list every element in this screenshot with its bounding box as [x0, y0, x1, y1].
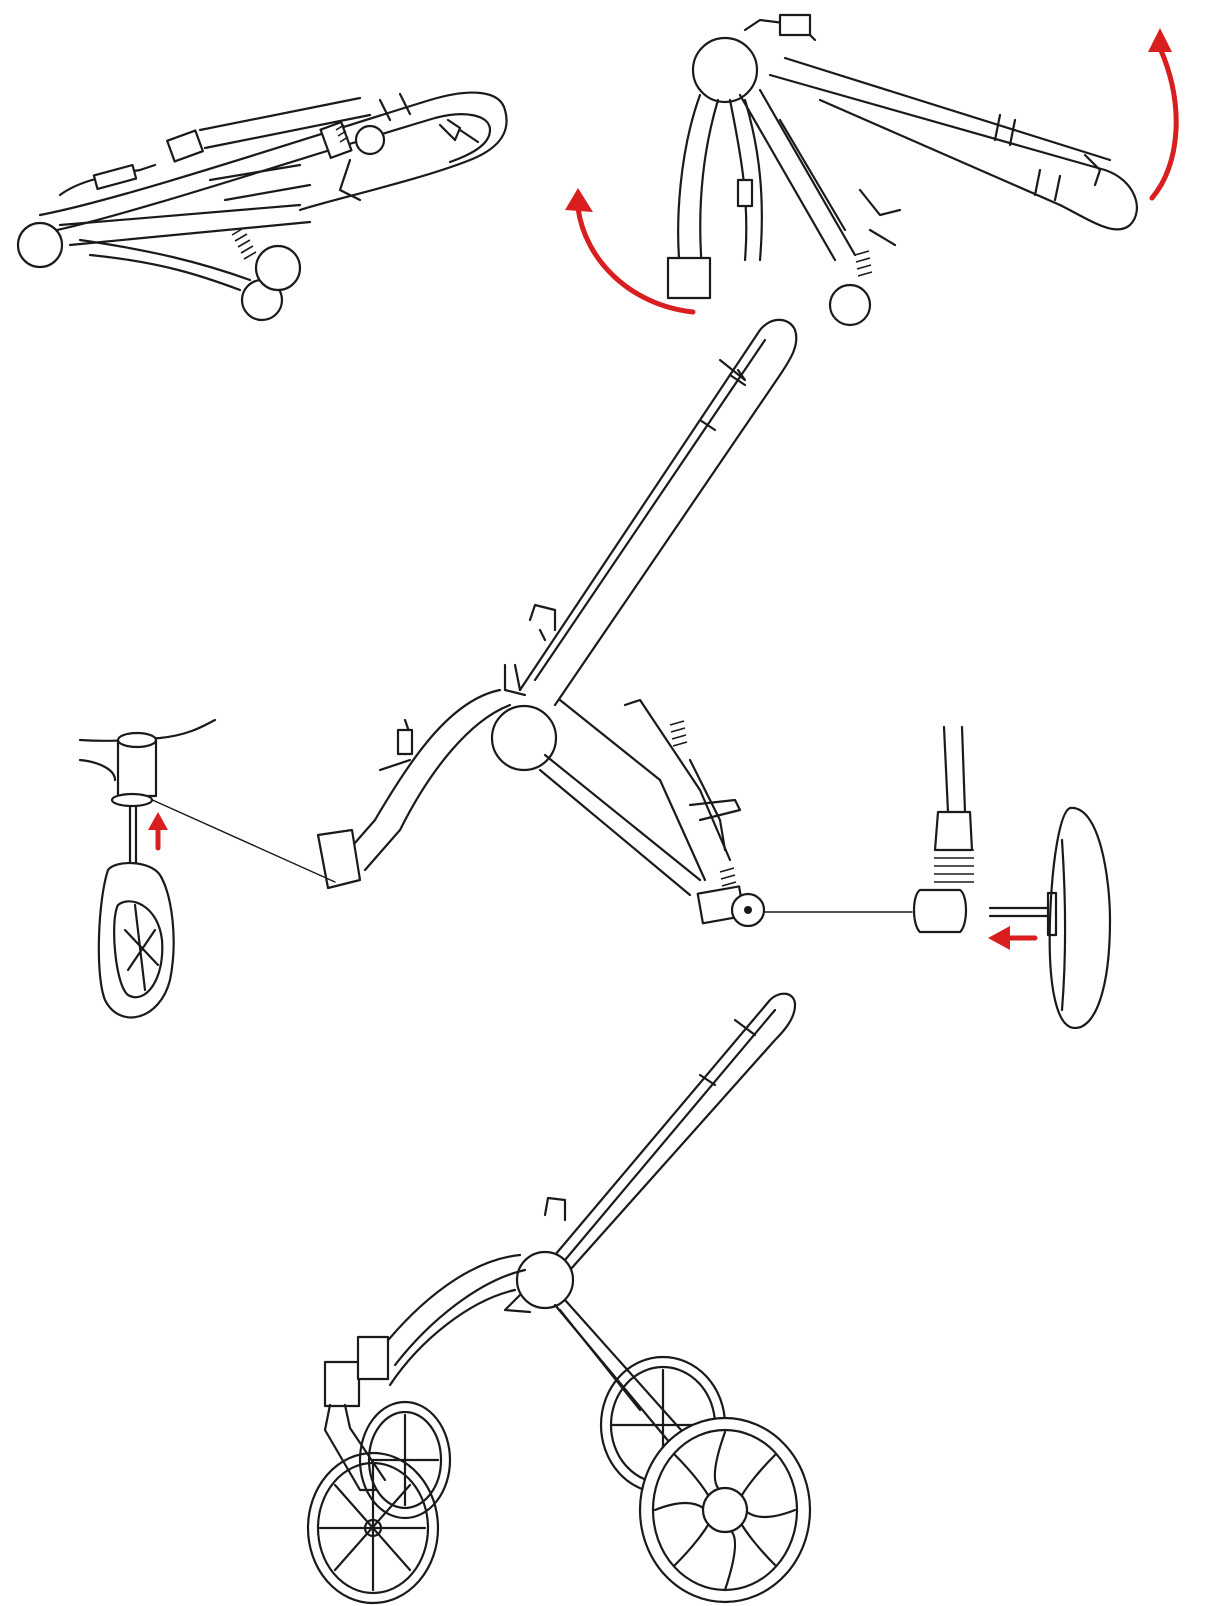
rotate-left-arrow — [575, 205, 696, 315]
rear-wheel-detail — [912, 725, 1112, 1030]
assembled-stroller — [306, 992, 812, 1605]
unfolding-stroller-frame — [565, 13, 1179, 327]
folded-stroller-frame — [16, 91, 508, 322]
front-wheel-detail — [78, 718, 217, 1019]
stroller-chassis — [78, 318, 1112, 1030]
rotate-right-arrow — [1149, 45, 1179, 201]
rear-wheels — [599, 1355, 812, 1604]
front-wheels — [306, 1400, 452, 1605]
